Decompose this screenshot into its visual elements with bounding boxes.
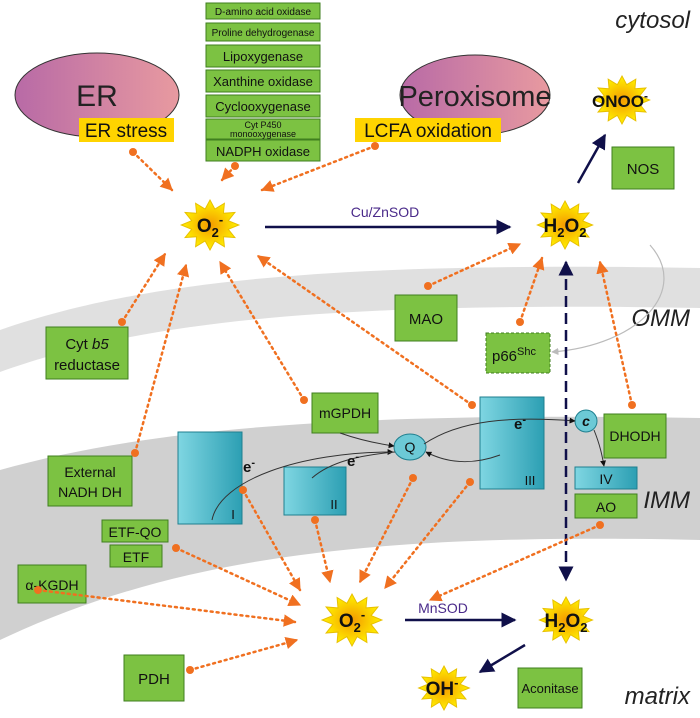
complex-iv-label: IV — [599, 471, 613, 487]
quinone-label: Q — [405, 439, 416, 455]
nadh-dh-label: NADH DH — [58, 484, 122, 500]
aconitase-box — [517, 667, 583, 709]
enzyme-lipoxygenase: Lipoxygenase — [223, 49, 303, 64]
pdh-box — [123, 654, 185, 702]
mgpdh-box — [311, 392, 379, 434]
label-imm: IMM — [643, 487, 690, 514]
ao-label: AO — [596, 499, 616, 515]
cytosol-enzyme-stack: D-amino acid oxidase Proline dehydrogena… — [205, 2, 321, 162]
electron-path-mgpdh — [339, 432, 395, 449]
p66shc-label: p66Shc — [492, 346, 536, 365]
akgdh-box — [17, 564, 87, 604]
mgpdh-label: mGPDH — [319, 405, 371, 421]
h2o2-star-matrix — [538, 595, 594, 645]
dhodh-box — [603, 413, 667, 459]
hydroxyl-label: OH- — [426, 675, 459, 700]
peroxynitrite-label: ONOO- — [592, 89, 648, 111]
complex-iv — [574, 466, 638, 490]
outer-mitochondrial-membrane — [0, 266, 700, 372]
external-nadh-dh-box — [47, 455, 133, 507]
er-label: ER — [76, 80, 118, 113]
enzyme-cyclooxygenase: Cyclooxygenase — [215, 99, 310, 114]
mao-label: MAO — [409, 311, 443, 328]
electron-label-1: e- — [243, 457, 255, 476]
complex-i-label: I — [231, 507, 235, 522]
p66shc-arc — [551, 244, 665, 356]
label-omm: OMM — [631, 305, 690, 332]
complex-i — [177, 431, 243, 525]
mnsod-label: MnSOD — [418, 600, 468, 616]
q-cycle-return — [425, 451, 501, 463]
label-matrix: matrix — [625, 683, 691, 710]
enzyme-nadph-oxidase: NADPH oxidase — [216, 144, 310, 159]
p66shc-box — [485, 332, 551, 374]
enzyme-monooxygenase: monooxygenase — [230, 129, 296, 139]
er-stress-highlight — [79, 118, 174, 142]
enzyme-cyt-p450: Cyt P450 — [244, 120, 281, 130]
h2o2-label-cytosol: H2O2 — [544, 216, 587, 240]
cyt-b5-reductase-box — [45, 326, 129, 380]
pdh-label: PDH — [138, 671, 170, 688]
cuznsod-label: Cu/ZnSOD — [351, 204, 419, 220]
cytochrome-c-label: c — [582, 413, 590, 429]
superoxide-star-matrix — [320, 592, 384, 648]
ao-box — [574, 493, 638, 519]
etf-qo-box — [101, 519, 169, 543]
reductase-label: reductase — [54, 357, 120, 374]
lcfa-label: LCFA oxidation — [364, 121, 492, 142]
nos-box — [611, 146, 675, 190]
h2o2-label-matrix: H2O2 — [545, 611, 588, 635]
etf-box — [109, 544, 163, 568]
h2o2-to-onoo-arrow — [576, 133, 607, 184]
etf-label: ETF — [123, 549, 149, 565]
cytc-to-complex-iv — [593, 429, 606, 467]
nos-label: NOS — [627, 161, 660, 178]
peroxisome-label: Peroxisome — [398, 81, 551, 113]
cyt-b5-label: Cyt b5 — [65, 336, 109, 353]
label-cytosol: cytosol — [615, 7, 690, 34]
lcfa-highlight — [355, 118, 501, 142]
superoxide-label-cytosol: O2- — [197, 212, 223, 240]
aconitase-label: Aconitase — [521, 681, 578, 696]
electron-label-2: e- — [347, 451, 359, 470]
electron-path-complex-i — [211, 449, 394, 521]
peroxynitrite-star — [593, 74, 651, 126]
enzyme-xanthine-oxidase: Xanthine oxidase — [213, 74, 313, 89]
electron-path-complex-ii — [311, 451, 396, 479]
h2o2-star-cytosol — [536, 199, 594, 251]
enzyme-d-amino-acid-oxidase: D-amino acid oxidase — [215, 7, 312, 18]
q-cycle-arc — [423, 417, 576, 445]
complex-iii-label: III — [525, 473, 536, 488]
external-label: External — [64, 464, 115, 480]
er-stress-label: ER stress — [85, 121, 167, 142]
complex-iii — [479, 396, 545, 490]
etf-qo-label: ETF-QO — [109, 524, 162, 540]
superoxide-star-cytosol — [179, 198, 241, 252]
dhodh-label: DHODH — [609, 428, 660, 444]
h2o2-to-oh-arrow — [478, 643, 526, 674]
mao-box — [394, 294, 458, 342]
electron-label-3: e- — [514, 414, 526, 433]
orange-dotted-arrows — [34, 142, 636, 674]
enzyme-proline-dehydrogenase: Proline dehydrogenase — [212, 28, 315, 39]
complex-ii-label: II — [330, 497, 337, 512]
hydroxyl-star — [417, 664, 471, 712]
superoxide-label-matrix: O2- — [339, 607, 365, 635]
